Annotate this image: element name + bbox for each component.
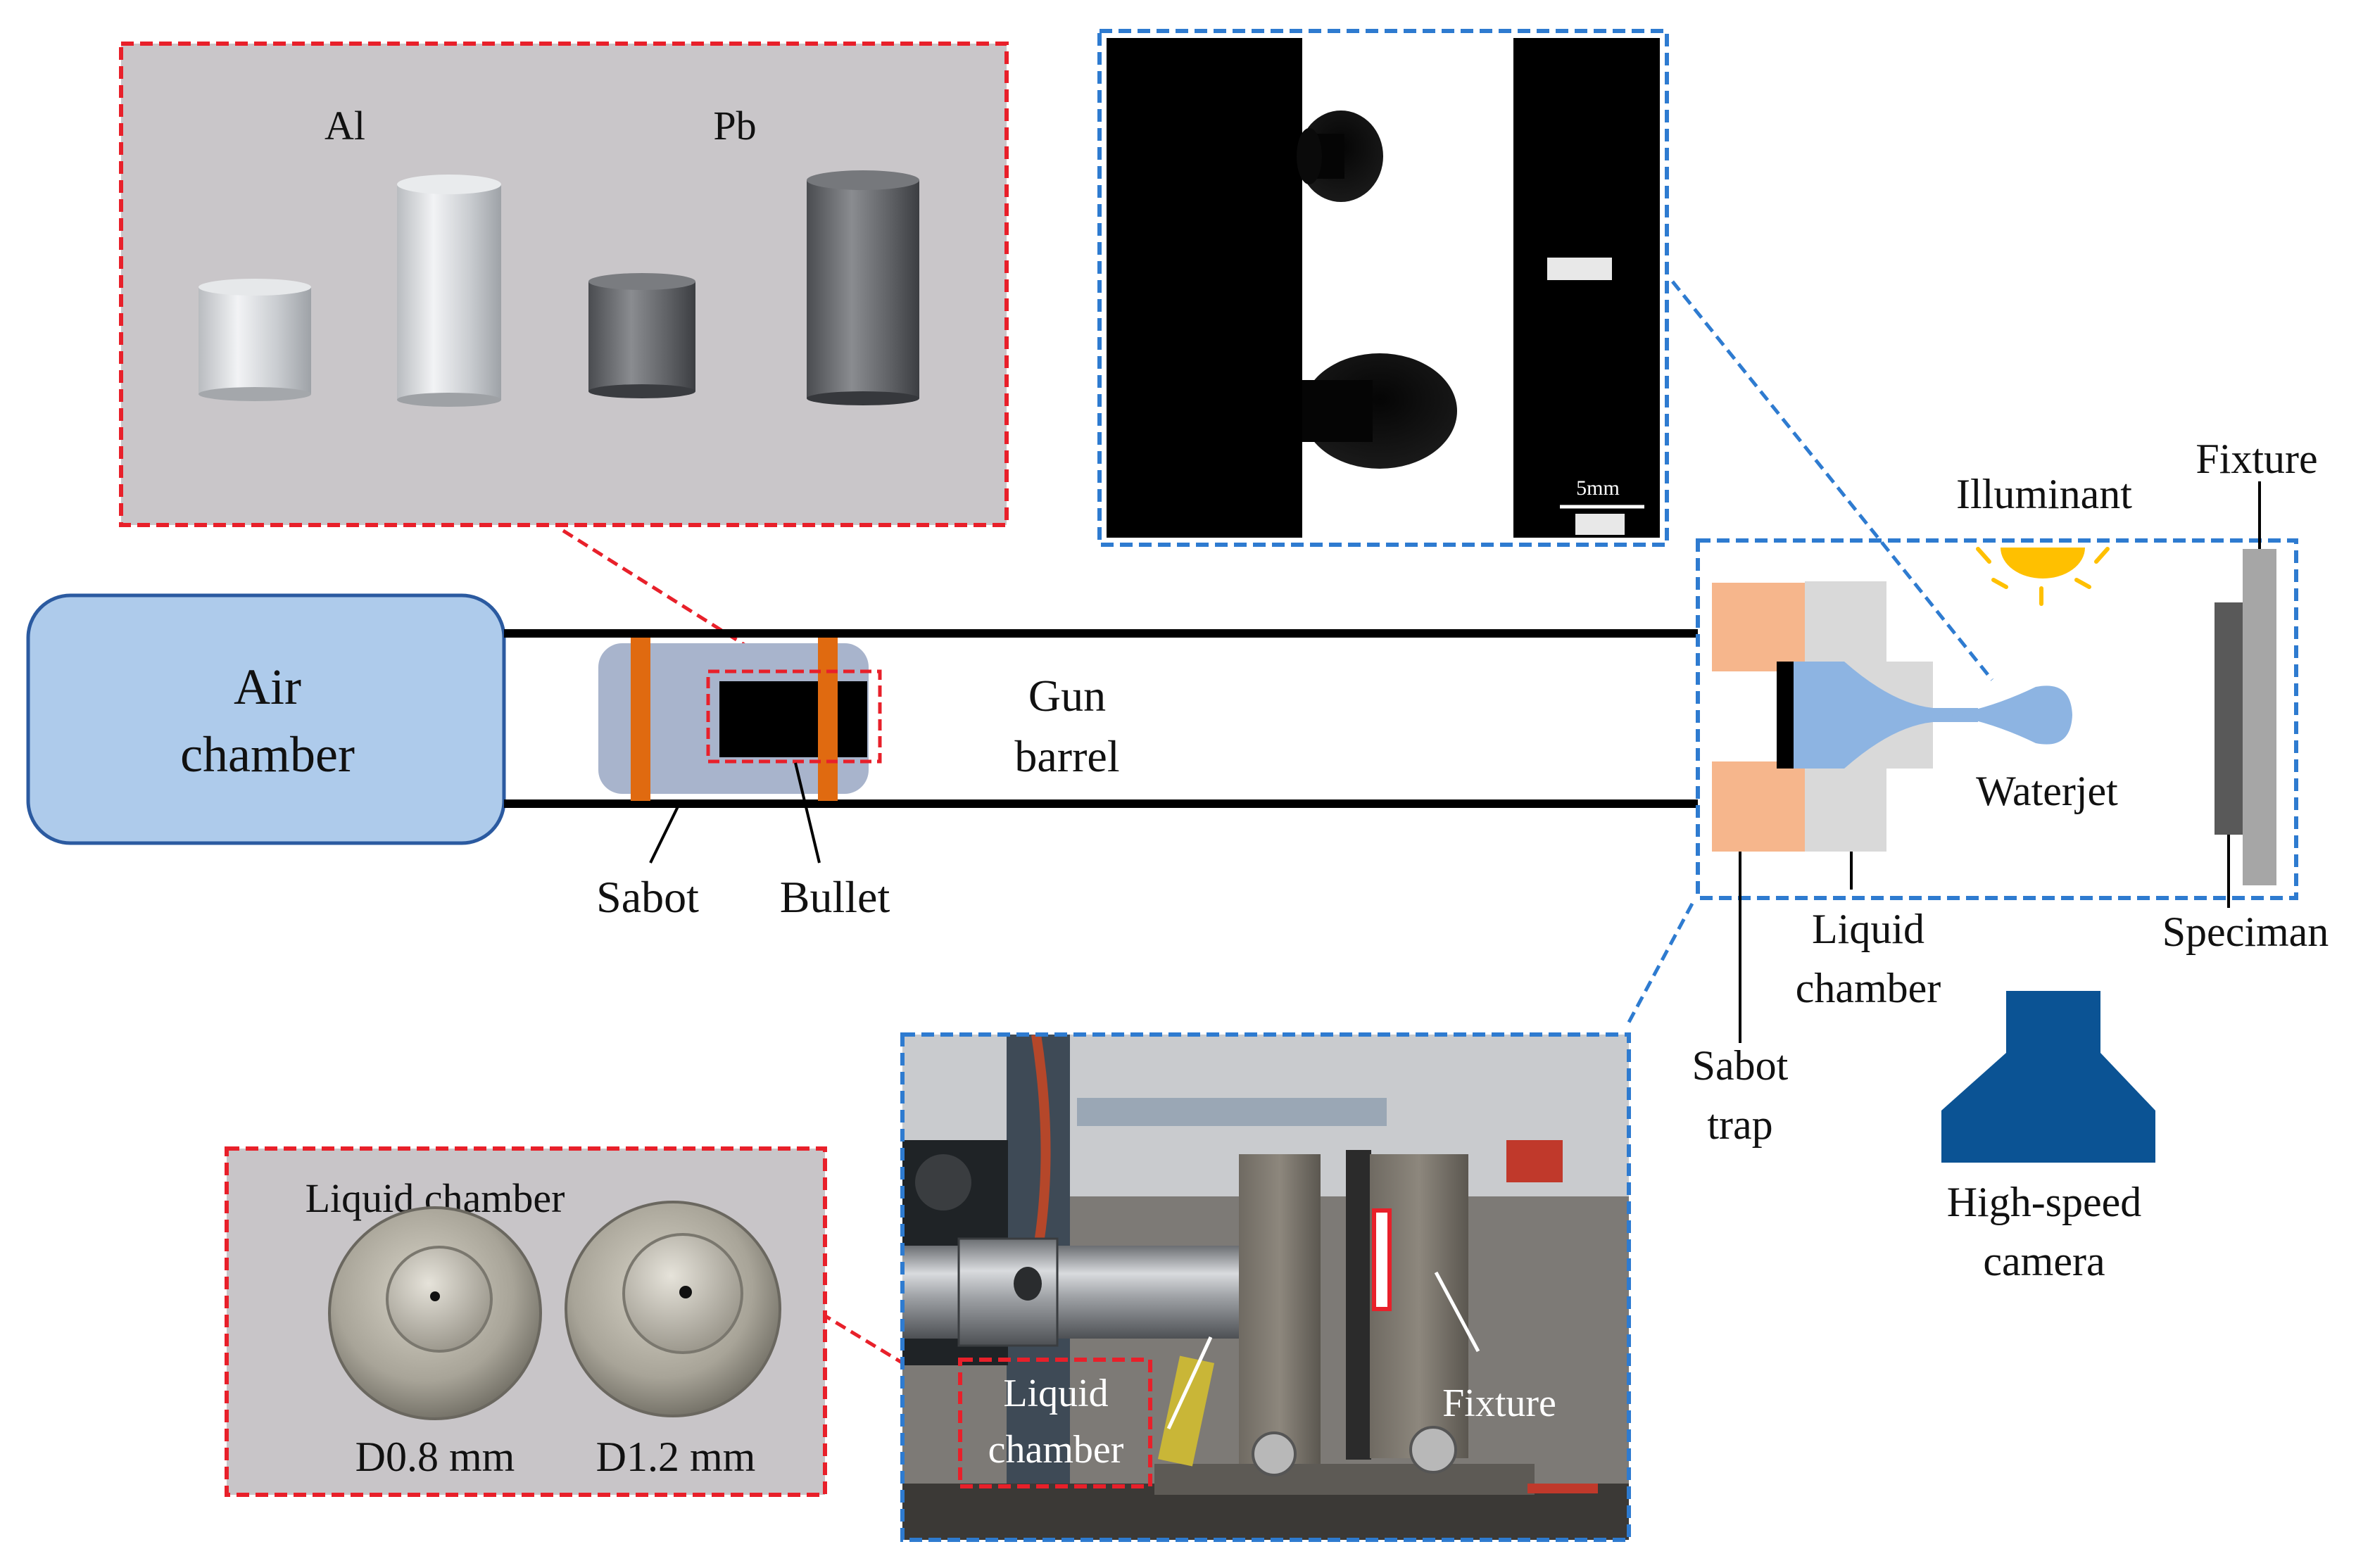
nozzle-label-d08: D0.8 mm	[355, 1434, 515, 1480]
nozzle-label-d12: D1.2 mm	[596, 1434, 756, 1480]
liquid-cavity	[1805, 662, 1933, 769]
specimen	[2215, 602, 2243, 835]
nozzle-photo-panel: Liquid chamber D0.8 mm D1.2 mm	[225, 1146, 827, 1497]
piston-front	[1794, 662, 1805, 769]
yellow-tape	[1157, 1355, 1215, 1467]
illuminant-label: Illuminant	[1956, 471, 2132, 517]
nozzle-photo-frame	[225, 1146, 827, 1497]
al-bullet-long	[397, 175, 501, 407]
specimen-sticker	[1372, 1208, 1392, 1311]
nozzle-hole-d08	[430, 1291, 440, 1301]
speciman-label: Speciman	[2162, 909, 2329, 955]
fixture	[2243, 549, 2276, 885]
sabot-trap-label-line2: trap	[1707, 1101, 1772, 1148]
high-speed-camera-label-line2: camera	[1983, 1238, 2105, 1284]
waterjet-frame-top	[1107, 38, 1660, 286]
bullet-label: Bullet	[780, 872, 890, 922]
setup-photo-frame	[900, 1032, 1631, 1542]
barrel-nut	[957, 1237, 1059, 1347]
scale-bar-label: 5mm	[1576, 476, 1620, 500]
connector-waterjet-images	[1671, 280, 1993, 681]
waterjet-frame-bottom	[1107, 286, 1660, 538]
bolt-left	[1252, 1431, 1297, 1477]
setup-liquid-chamber-highlight	[958, 1358, 1152, 1488]
barrel-tube	[902, 1246, 1268, 1339]
sabot-band-left	[631, 638, 650, 801]
bullet-leader	[794, 762, 821, 864]
bullet	[719, 681, 867, 757]
waterjet-droplet	[1950, 685, 2072, 745]
piston-black	[1777, 662, 1794, 769]
waterjet-images-frame	[1097, 29, 1669, 547]
sabot-band-overlap	[818, 681, 838, 757]
al-bullet-short	[199, 279, 311, 401]
label-pb: Pb	[713, 103, 756, 148]
pb-bullet-long	[807, 170, 919, 405]
setup-fixture-leader	[1434, 1271, 1480, 1353]
nozzle-disc-d12	[565, 1201, 781, 1417]
sabot-label: Sabot	[596, 872, 699, 922]
lab-red-item	[1506, 1140, 1563, 1182]
setup-label-liquid-line1: Liquid	[1003, 1372, 1108, 1415]
apparatus-frame	[1696, 538, 2298, 900]
setup-photo-panel: Liquid chamber Fixture	[900, 1032, 1631, 1542]
pb-bullet-short	[588, 273, 695, 398]
sabot-trap-plate	[1239, 1154, 1321, 1484]
connector-nozzle-photo	[819, 1311, 966, 1403]
sabot-trap-lower	[1712, 761, 1805, 852]
connector-setup-photo	[1624, 902, 1694, 1029]
high-speed-camera-label-line1: High-speed	[1947, 1179, 2142, 1225]
nozzle-hole-d12	[679, 1286, 692, 1298]
sabot-trap-upper	[1712, 583, 1805, 671]
setup-label-liquid-line2: chamber	[988, 1428, 1124, 1472]
gun-barrel-label-line1: Gun	[1028, 671, 1106, 721]
bullet-highlight-frame	[706, 669, 882, 764]
waterjet-label: Waterjet	[1976, 768, 2118, 814]
air-chamber-label-line1: Air	[234, 659, 301, 715]
label-al: Al	[325, 103, 365, 148]
high-speed-camera-icon	[1941, 991, 2155, 1163]
bullet-photo-panel: Al Pb	[119, 42, 1009, 527]
setup-liquid-chamber-leader	[1166, 1336, 1213, 1430]
apparatus-panel: Illuminant Fixture Waterjet	[1696, 436, 2318, 900]
illuminant-sun-icon	[1976, 547, 2110, 606]
waterjet-images-panel: 5mm	[1097, 29, 1669, 547]
bolt-right	[1409, 1426, 1457, 1474]
fixture-label: Fixture	[2196, 436, 2317, 482]
nozzle-disc-d08	[328, 1206, 542, 1420]
gun-barrel-label-line2: barrel	[1014, 731, 1119, 781]
air-chamber-label-line2: chamber	[180, 726, 355, 783]
sabot-trap-label-line1: Sabot	[1692, 1042, 1789, 1089]
sabot-leader	[649, 802, 681, 864]
gun-barrel: Gun barrel	[504, 629, 1698, 808]
air-chamber: Air chamber	[26, 593, 506, 845]
bullet-photo-frame	[119, 42, 1009, 527]
fixture-plate-dark	[1346, 1150, 1371, 1460]
setup-label-fixture: Fixture	[1442, 1382, 1556, 1425]
liquid-chamber-label-line2: chamber	[1796, 965, 1941, 1011]
liquid-chamber-label-line1: Liquid	[1812, 906, 1924, 952]
